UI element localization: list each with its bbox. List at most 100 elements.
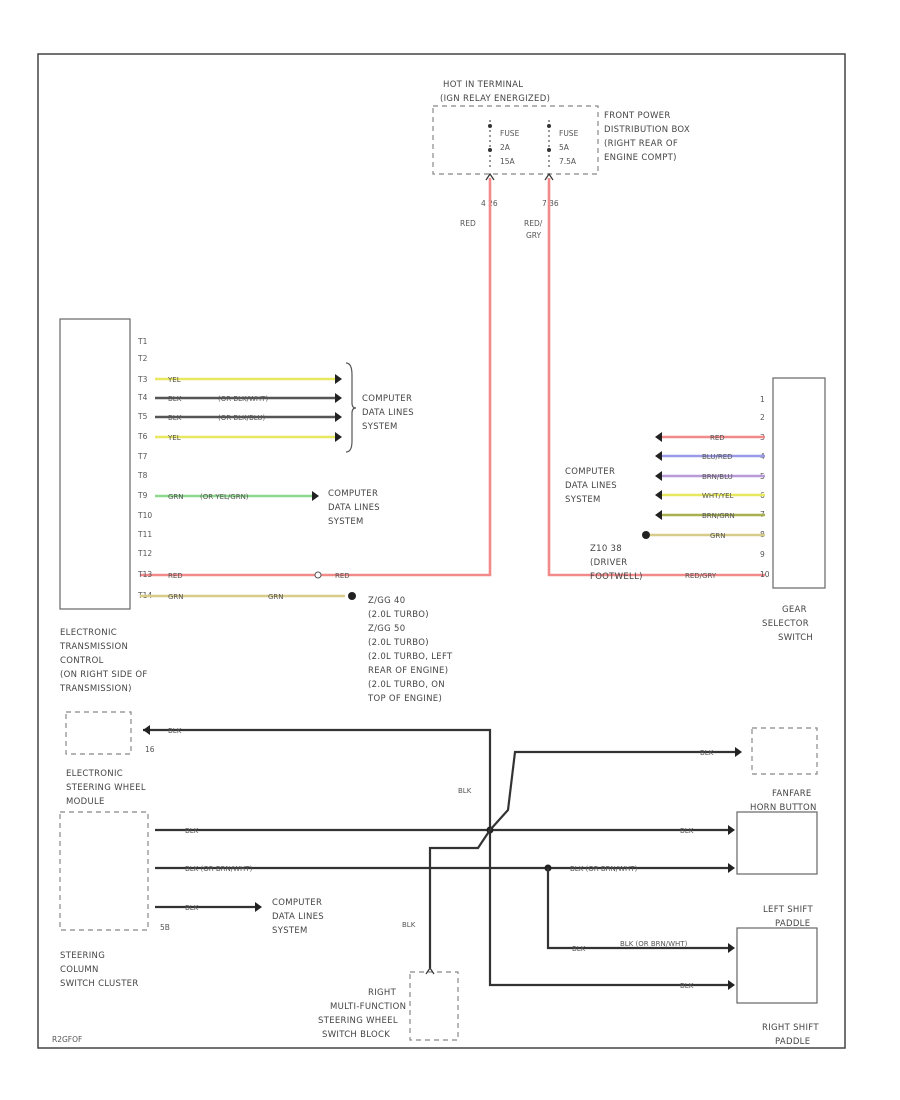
wire-sccm-data-label: BLK: [185, 904, 199, 912]
tcm-pin-t3: T3: [137, 375, 148, 384]
esw-label-l2: STEERING WHEEL: [66, 783, 146, 793]
tcm-pin-t12: T12: [137, 549, 152, 558]
wire-t5-label: BLK: [168, 414, 182, 422]
gear-pins: 1 2 3 4 5 6 7 8 9 10: [760, 395, 770, 579]
tcm-pin-t10: T10: [137, 511, 152, 520]
right-paddle-label-l1: RIGHT SHIFT: [762, 1023, 819, 1033]
cdl-4-l1: COMPUTER: [272, 898, 322, 908]
gear-red-gry-label: RED/GRY: [685, 572, 717, 580]
ground-note-l6: REAR OF ENGINE): [368, 666, 448, 676]
wire-t4-label2: (OR BLK/WHT): [218, 395, 268, 403]
fanfare-horn-button: [736, 811, 818, 875]
tcm-pin-t1: T1: [137, 337, 148, 346]
power-distribution-box: [432, 105, 599, 175]
fuse-left-l3: 15A: [500, 157, 516, 166]
fuse-left: FUSE 2A 15A: [488, 120, 520, 170]
gear-pin-2: 2: [760, 413, 765, 422]
tcm-label-l5: TRANSMISSION): [59, 684, 132, 694]
fanfare-label-l2: HORN BUTTON: [750, 803, 817, 813]
esw-label-l3: MODULE: [66, 797, 105, 807]
cdl-1-l2: DATA LINES: [362, 408, 414, 418]
hot-terminal-line1: HOT IN TERMINAL: [443, 80, 523, 90]
tcm-pin-t4: T4: [137, 393, 148, 402]
cdl-3-l2: DATA LINES: [565, 481, 617, 491]
gear-wire-label-2: BLU/RED: [702, 453, 733, 461]
ground-note-l4: (2.0L TURBO): [368, 638, 429, 648]
wire-left-paddle-blk: [546, 868, 728, 950]
tcm-pin-t7: T7: [137, 452, 148, 461]
tcm-label-l2: TRANSMISSION: [59, 642, 128, 652]
tcm-pin-t2: T2: [137, 354, 148, 363]
fuse-left-l2: 2A: [500, 143, 511, 152]
gear-wire-label-6: GRN: [710, 532, 726, 540]
rmf-label-l2: MULTI-FUNCTION: [330, 1002, 406, 1012]
cdl-4-l3: SYSTEM: [272, 926, 308, 936]
wire-t9-label: GRN: [168, 493, 184, 501]
wire-t13-label2: RED: [335, 572, 350, 580]
cdl-2-l2: DATA LINES: [328, 503, 380, 513]
wire-t6-label: YEL: [167, 434, 181, 442]
cdl-2-l3: SYSTEM: [328, 517, 364, 527]
fuse-right: FUSE 5A 7.5A: [547, 120, 579, 170]
front-power-l1: FRONT POWER: [604, 111, 671, 121]
gear-ground-l3: FOOTWELL): [590, 572, 643, 582]
wire-esw-label: BLK: [168, 727, 182, 735]
ground-note-l8: TOP OF ENGINE): [367, 694, 442, 704]
fanfare-dash-box: [751, 727, 818, 775]
wire-t5-label2: (OR BLK/BLU): [218, 414, 265, 422]
sccm-module: [59, 811, 149, 931]
gear-label-l3: SWITCH: [778, 633, 813, 643]
cdl-3-l3: SYSTEM: [565, 495, 601, 505]
wire-paddle-label2: BLK (OR BRN/WHT): [570, 865, 638, 873]
front-power-l2: DISTRIBUTION BOX: [604, 125, 690, 135]
wire-red-tcm: [140, 178, 492, 577]
wire-t14-label2: GRN: [268, 593, 284, 601]
ground-note-l5: (2.0L TURBO, LEFT: [368, 652, 453, 662]
gear-pin-9: 9: [760, 550, 765, 559]
tcm-pin-t5: T5: [137, 412, 148, 421]
fuse-left-l1: FUSE: [500, 129, 520, 138]
front-power-l4: ENGINE COMPT): [604, 153, 677, 163]
gear-ground-l1: Z10 38: [590, 544, 622, 554]
cdl-2-l1: COMPUTER: [328, 489, 378, 499]
wire-t13-label: RED: [168, 572, 183, 580]
gear-wire-label-5: BRN/GRN: [702, 512, 735, 520]
wire-paddle-label: BLK (OR BRN/WHT): [185, 865, 253, 873]
wire-red-label: RED: [460, 219, 476, 228]
gear-label-l1: GEAR: [782, 605, 807, 615]
left-paddle-label-l2: PADDLE: [775, 919, 810, 929]
tcm-pin-t11: T11: [137, 530, 152, 539]
rmf-switch-block: [409, 971, 459, 1041]
left-shift-paddle: [736, 927, 818, 1004]
rmf-label-l3: STEERING WHEEL: [318, 1016, 398, 1026]
wire-left-paddle-label2: BLK (OR BRN/WHT): [620, 940, 688, 948]
wire-horn-label2: BLK: [680, 827, 694, 835]
sccm-label-l3: SWITCH CLUSTER: [60, 979, 139, 989]
esw-label-l1: ELECTRONIC: [66, 769, 123, 779]
right-paddle-label-l2: PADDLE: [775, 1037, 810, 1047]
fuse-right-l1: FUSE: [559, 129, 579, 138]
wire-esw-blk: [143, 728, 728, 987]
tcm-label-l3: CONTROL: [60, 656, 104, 666]
front-power-l3: (RIGHT REAR OF: [604, 139, 678, 149]
hot-terminal-line2: (IGN RELAY ENERGIZED): [440, 94, 550, 104]
gear-pin-10: 10: [760, 570, 770, 579]
tcm-pin-t8: T8: [137, 471, 148, 480]
tcm-module: [59, 318, 131, 610]
tcm-pin-t9: T9: [137, 491, 148, 500]
fuse-right-l2: 5A: [559, 143, 570, 152]
rmf-label-l1: RIGHT: [368, 988, 397, 998]
wire-left-paddle-label: BLK: [572, 945, 586, 953]
data-lines-bracket: [345, 362, 357, 453]
gear-wire-label-4: WHT/YEL: [702, 492, 734, 500]
cdl-4-l2: DATA LINES: [272, 912, 324, 922]
ground-note-l2: (2.0L TURBO): [368, 610, 429, 620]
ground-note-l1: Z/GG 40: [368, 596, 405, 606]
fuse-right-l3: 7.5A: [559, 157, 577, 166]
left-paddle-label-l1: LEFT SHIFT: [763, 905, 813, 915]
wire-t4-label: BLK: [168, 395, 182, 403]
tcm-label: ELECTRONIC TRANSMISSION CONTROL (ON RIGH…: [59, 628, 147, 694]
fanfare-label-l1: FANFARE: [772, 789, 812, 799]
wire-red-gear: [547, 178, 765, 577]
